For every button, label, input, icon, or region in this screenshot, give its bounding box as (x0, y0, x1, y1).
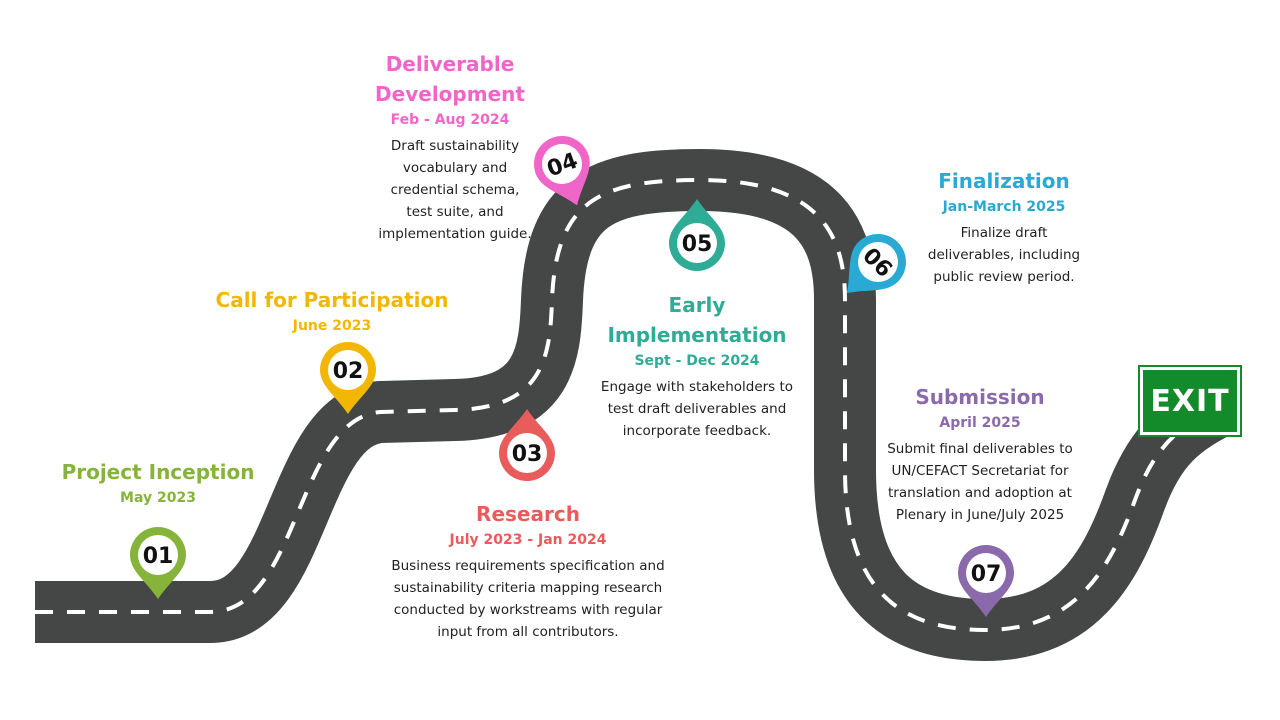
milestone-04-title: Deliverable Development (375, 52, 525, 106)
pin-02-center (328, 350, 368, 390)
milestone-05-date: Sept - Dec 2024 (634, 353, 760, 369)
pin-06: 06 (846, 234, 906, 294)
exit-sign: EXIT (1138, 365, 1242, 437)
pin-05-center (677, 223, 717, 263)
milestone-02-date: June 2023 (292, 318, 372, 334)
milestone-07-title: Submission (915, 385, 1045, 409)
milestone-05-description: Engage with stakeholders to test draft d… (600, 379, 794, 439)
milestone-03-date: July 2023 - Jan 2024 (449, 532, 607, 548)
pin-05: 05 (669, 199, 725, 271)
milestone-06: Finalization Jan-March 2025 Finalize dra… (904, 166, 1104, 288)
milestone-07: Submission April 2025 Submit final deliv… (868, 382, 1092, 526)
pin-02-number: 02 (333, 359, 364, 384)
pin-04: 04 (534, 136, 590, 206)
milestone-06-title: Finalization (938, 169, 1070, 193)
milestone-01-title: Project Inception (61, 460, 255, 484)
pin-03-number: 03 (512, 442, 543, 467)
pin-01: 01 (130, 527, 186, 599)
milestone-05: Early Implementation Sept - Dec 2024 Eng… (582, 290, 812, 442)
milestone-06-date: Jan-March 2025 (942, 199, 1066, 215)
milestone-06-description: Finalize draft deliverables, including p… (927, 225, 1081, 285)
pin-07-number: 07 (971, 562, 1002, 587)
milestone-03: Research July 2023 - Jan 2024 Business r… (352, 499, 704, 643)
pin-03: 03 (499, 409, 555, 481)
pin-04-center (542, 144, 582, 184)
pin-01-center (138, 535, 178, 575)
milestone-04: Deliverable Development Feb - Aug 2024 D… (350, 49, 550, 245)
pin-06-center (858, 242, 898, 282)
road-center-line (35, 177, 1226, 633)
milestone-02: Call for Participation June 2023 (202, 285, 462, 337)
pin-02: 02 (320, 342, 376, 414)
pin-07: 07 (958, 545, 1014, 617)
milestone-01-date: May 2023 (120, 490, 196, 506)
milestone-04-description: Draft sustainability vocabulary and cred… (378, 138, 532, 242)
milestone-03-description: Business requirements specification and … (391, 558, 665, 640)
milestone-03-title: Research (476, 502, 580, 526)
milestone-04-date: Feb - Aug 2024 (390, 112, 510, 128)
exit-label: EXIT (1150, 383, 1230, 419)
pin-01-number: 01 (143, 544, 174, 569)
milestone-02-title: Call for Participation (215, 288, 449, 312)
pin-03-center (507, 433, 547, 473)
pin-07-center (966, 553, 1006, 593)
milestone-05-title: Early Implementation (607, 293, 787, 347)
milestone-07-description: Submit final deliverables to UN/CEFACT S… (887, 441, 1073, 523)
pin-05-number: 05 (682, 232, 713, 257)
milestone-01: Project Inception May 2023 (48, 457, 268, 509)
milestone-07-date: April 2025 (939, 415, 1021, 431)
